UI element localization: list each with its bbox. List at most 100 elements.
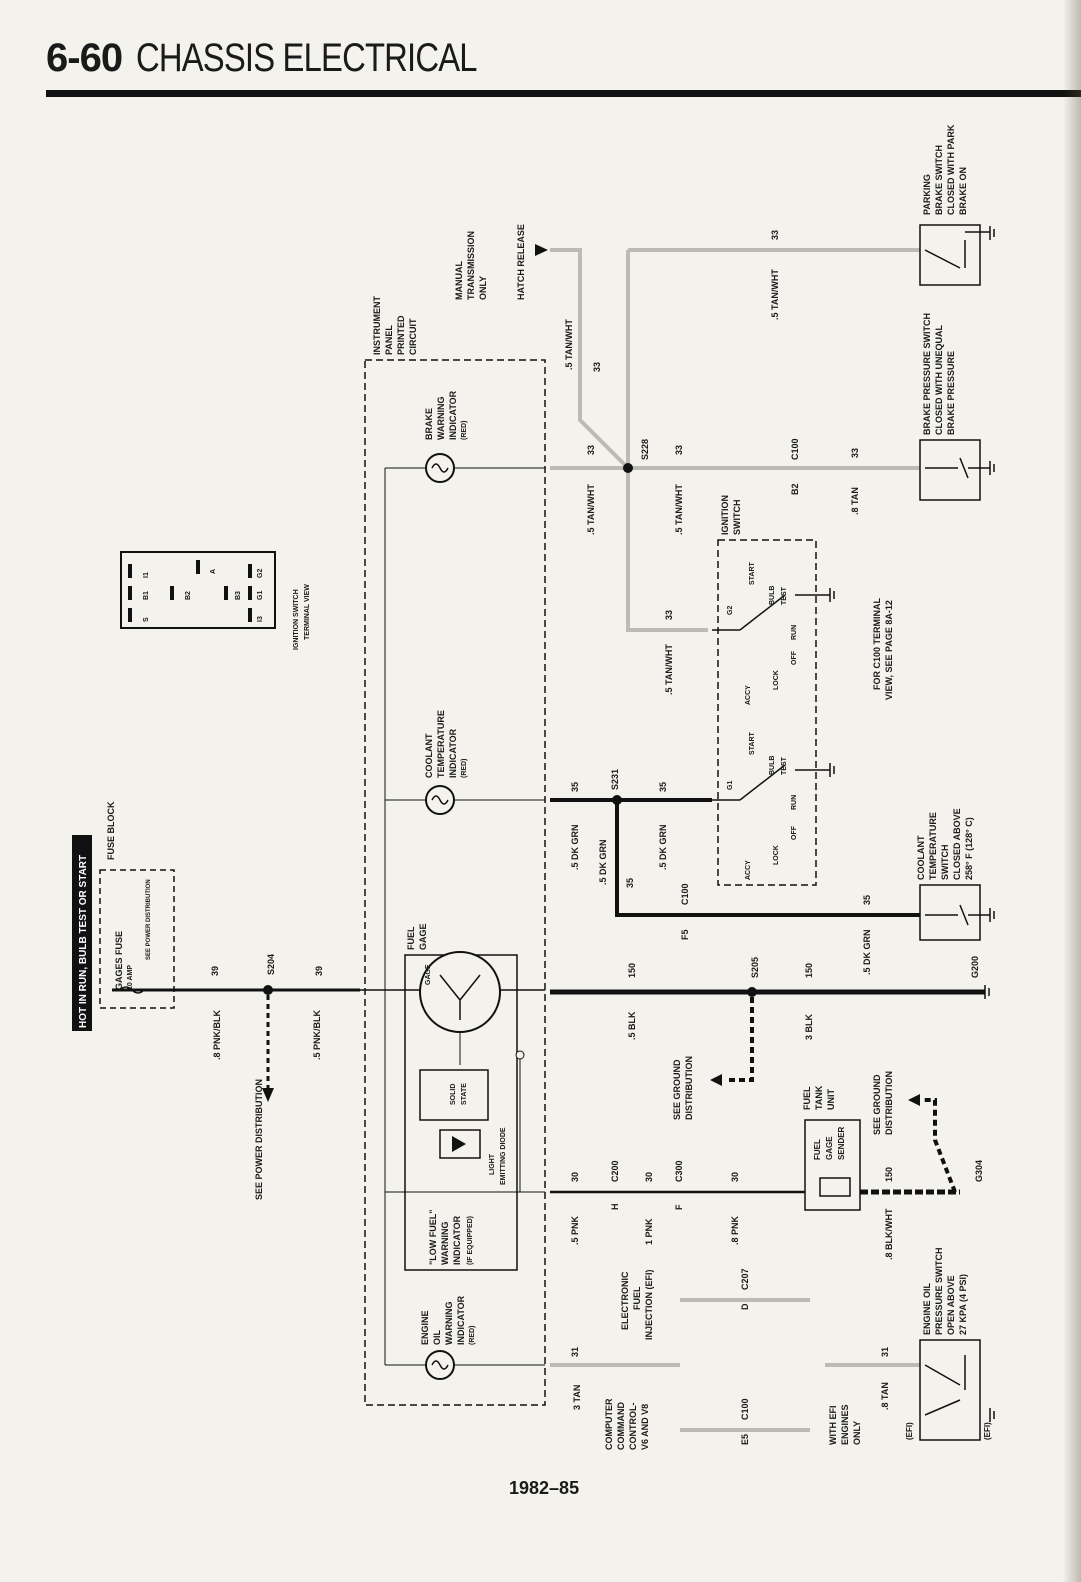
d-label: D	[740, 1303, 750, 1310]
brake-ind-label4: (RED)	[461, 421, 468, 440]
solid-label2: STATE	[461, 1083, 468, 1105]
w30-1: 30	[570, 1172, 580, 1182]
led-label1: LIGHT	[489, 1153, 496, 1175]
hatch-arrow	[535, 244, 548, 256]
tanwht-1: .5 TAN/WHT	[564, 319, 574, 370]
fuse-block-label: FUSE BLOCK	[106, 801, 116, 860]
ign-terminal-view-box	[120, 551, 276, 629]
brake-pressure-switch	[919, 439, 981, 501]
splice-s231	[612, 795, 622, 805]
term-b2: B2	[185, 591, 192, 600]
w30-2: 30	[644, 1172, 654, 1182]
term-g2: G2	[257, 569, 264, 578]
dkgrn-2: .5 DK GRN	[598, 839, 608, 885]
splice-s204	[263, 985, 273, 995]
dkgrn-3: .5 DK GRN	[658, 824, 668, 870]
blkwht-label: .8 BLK/WHT	[884, 1208, 894, 1260]
w33-4: 33	[664, 610, 674, 620]
cool-ind-label1: COOLANT	[424, 733, 434, 778]
coolant-temp-switch	[919, 884, 981, 941]
e5-label: E5	[740, 1434, 750, 1445]
cool-ind-label3: INDICATOR	[448, 728, 458, 778]
ftu-label1: FUEL	[802, 1086, 812, 1110]
bps-label3: BRAKE PRESSURE	[946, 351, 956, 435]
fuel-sender-resistor	[819, 1177, 851, 1197]
fgs-label3: SENDER	[837, 1126, 846, 1160]
splice-s205	[747, 987, 757, 997]
efi-label3: INJECTION (EFI)	[644, 1269, 654, 1340]
s231-label: S231	[610, 769, 620, 790]
w31-2: 31	[880, 1347, 890, 1357]
w33-1: 33	[592, 362, 602, 372]
w35-4: 35	[862, 895, 872, 905]
ign-bulb-2: BULB	[769, 756, 776, 775]
see-ground-label3: SEE GROUND	[872, 1074, 882, 1135]
ftu-label3: UNIT	[826, 1089, 836, 1110]
ipc-label3: PRINTED	[396, 315, 406, 355]
led-box	[439, 1129, 481, 1159]
w31-1: 31	[570, 1347, 580, 1357]
tan3-label: 3 TAN	[572, 1385, 582, 1410]
eops-label1: ENGINE OIL	[922, 1282, 932, 1335]
ign-lock-1: LOCK	[773, 670, 780, 690]
hatch-label: HATCH RELEASE	[516, 224, 526, 300]
term-g1: G1	[257, 591, 264, 600]
withefi-label2: ENGINES	[840, 1404, 850, 1445]
term-a: A	[210, 569, 217, 574]
cts-label5: 258° F (128° C)	[964, 817, 974, 880]
tanwht-4: .5 TAN/WHT	[664, 644, 674, 695]
ipc-label2: PANEL	[384, 325, 394, 355]
gray-wires	[550, 248, 920, 1432]
cts-label4: CLOSED ABOVE	[952, 808, 962, 880]
coolant-wire	[550, 798, 920, 917]
amp-label: 10 AMP	[127, 965, 134, 990]
terminal-blades	[128, 560, 252, 622]
see-ground-label4: DISTRIBUTION	[884, 1071, 894, 1135]
w150-2: 150	[804, 963, 814, 978]
ign-view-label1: IGNITION SWITCH	[293, 589, 300, 650]
term-i3: I3	[257, 616, 264, 622]
ign-off-1: OFF	[791, 650, 798, 665]
dkgrn-1: .5 DK GRN	[570, 824, 580, 870]
see-ground-label1: SEE GROUND	[672, 1059, 682, 1120]
cool-ind-label2: TEMPERATURE	[436, 710, 446, 778]
parking-label3: CLOSED WITH PARK	[946, 124, 956, 215]
efi-label2: FUEL	[632, 1286, 642, 1310]
ign-test-1: TEST	[781, 586, 788, 605]
ign-start-2: START	[749, 731, 756, 755]
ftu-label2: TANK	[814, 1085, 824, 1110]
ign-accy-1: ACCY	[745, 685, 752, 705]
bps-label1: BRAKE PRESSURE SWITCH	[922, 313, 932, 435]
tan8-label: .8 TAN	[850, 487, 860, 515]
efi-a-label: (EFI)	[905, 1422, 914, 1440]
led-symbol	[452, 1136, 466, 1152]
parking-label1: PARKING	[922, 174, 932, 215]
f-label: F	[674, 1204, 684, 1210]
w150-1: 150	[627, 963, 637, 978]
term-b1: B1	[143, 591, 150, 600]
page-footer: 1982–85	[509, 1478, 580, 1498]
fuel-gage-label1: FUEL	[406, 926, 416, 950]
pnk8b-label: .8 PNK	[730, 1215, 740, 1245]
w33-6: 33	[850, 448, 860, 458]
manual-label3: ONLY	[478, 276, 488, 300]
engine-oil-pressure-switch	[919, 1339, 981, 1441]
lowfuel-label2: WARNING	[440, 1222, 450, 1266]
eops-label3: OPEN ABOVE	[946, 1275, 956, 1335]
bps-label2: CLOSED WITH UNEQUAL	[934, 325, 944, 435]
ign-g2: G2	[727, 606, 734, 615]
cts-label2: TEMPERATURE	[928, 812, 938, 880]
ign-off-2: OFF	[791, 825, 798, 840]
ign-bulb-1: BULB	[769, 586, 776, 605]
page-edge-shadow	[1063, 0, 1081, 1582]
c207-label: C207	[740, 1268, 750, 1290]
ign-contacts	[712, 594, 830, 801]
manual-label1: MANUAL	[454, 261, 464, 300]
ground-symbols	[829, 226, 995, 1422]
g304-label: G304	[974, 1160, 984, 1182]
brake-ind-label2: WARNING	[436, 397, 446, 441]
parking-label2: BRAKE SWITCH	[934, 145, 944, 215]
pnk1-label: 1 PNK	[644, 1218, 654, 1245]
withefi-label3: ONLY	[852, 1421, 862, 1445]
